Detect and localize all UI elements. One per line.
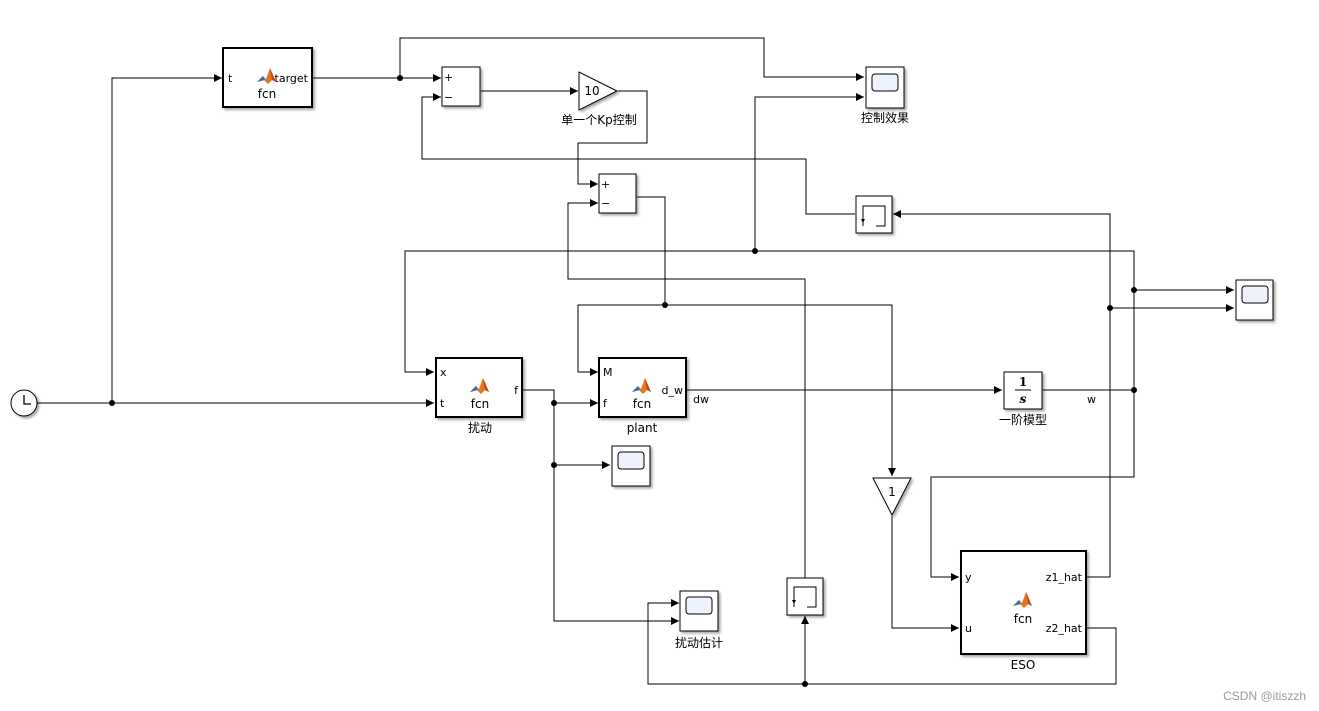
wire-delay2-to-sum2	[567, 199, 806, 579]
port-t-label: t	[228, 72, 233, 85]
scope-disturbance-block[interactable]	[611, 445, 651, 487]
port-z1-label: z1_hat	[1046, 571, 1083, 584]
eso-function-block[interactable]: y u z1_hat z2_hat fcn ESO	[960, 550, 1087, 672]
memory-icon	[862, 205, 886, 227]
sum2-block[interactable]: + −	[598, 173, 637, 214]
port-z2-label: z2_hat	[1046, 622, 1083, 635]
scope-control-block[interactable]: 控制效果	[861, 66, 909, 125]
wire-target-to-scope	[399, 37, 864, 81]
port-M-label: M	[603, 366, 613, 379]
sum1-block[interactable]: + −	[441, 66, 481, 107]
block-name: fcn	[1014, 612, 1032, 626]
wire-delay-to-sum1	[421, 93, 855, 215]
wire-to-gain-one	[665, 304, 896, 476]
gain-one-block[interactable]: 1	[872, 477, 912, 517]
block-name: fcn	[258, 87, 276, 101]
port-x-label: x	[440, 366, 447, 379]
port-dw-label: d_w	[662, 384, 683, 397]
wire-z1-to-scope-bottom	[1087, 304, 1234, 578]
gain-kp-block[interactable]: 10 单一个Kp控制	[561, 71, 637, 127]
gain-one-value: 1	[888, 485, 896, 499]
integrator-num: 1	[1019, 375, 1027, 389]
block-name: fcn	[633, 397, 651, 411]
scope-screen-icon	[685, 596, 713, 615]
scope-estimate-label: 扰动估计	[675, 636, 723, 650]
wire-w-loop	[404, 250, 1135, 391]
wire-disturbance-to-plant	[521, 389, 598, 407]
plant-label: plant	[627, 421, 658, 435]
wire-gain-one-to-eso	[891, 516, 959, 632]
sum1-minus: −	[444, 91, 453, 104]
port-u-label: u	[965, 622, 972, 635]
port-f-label: f	[603, 397, 608, 410]
scope-screen-icon	[617, 451, 645, 470]
sum1-plus: +	[444, 71, 453, 84]
signal-dw-label: dw	[693, 393, 709, 406]
target-function-block[interactable]: t target fcn	[222, 47, 313, 108]
scope-w-block[interactable]	[1235, 279, 1274, 321]
memory-block-top[interactable]	[855, 195, 893, 234]
integrator-den: s	[1020, 392, 1027, 406]
port-t-label: t	[440, 397, 445, 410]
wire-gain-to-sum2	[577, 90, 648, 188]
gain-kp-label: 单一个Kp控制	[561, 113, 637, 127]
memory-arrow-icon	[792, 600, 796, 604]
wire-to-plant-M	[577, 304, 665, 376]
sum2-plus: +	[601, 178, 610, 191]
watermark: CSDN @itiszzh	[1223, 689, 1306, 703]
memory-block-bottom[interactable]	[786, 577, 824, 616]
gain-kp-value: 10	[584, 84, 599, 98]
sum2-minus: −	[601, 197, 610, 210]
plant-function-block[interactable]: M f d_w fcn plant	[598, 357, 687, 435]
wire-w-to-control-scope	[754, 93, 864, 251]
integrator-block[interactable]: 1 s 一阶模型	[999, 371, 1047, 427]
wire-clock-to-target	[111, 74, 222, 403]
scope-estimate-block[interactable]: 扰动估计	[675, 590, 723, 650]
wire-w-to-delay	[893, 210, 1111, 308]
disturbance-function-block[interactable]: x t f fcn 扰动	[435, 357, 523, 435]
scope-screen-icon	[1241, 285, 1269, 304]
wire-sum2-out	[637, 196, 666, 305]
wire-disturbance-to-estimate-scope	[553, 465, 679, 625]
port-y-label: y	[965, 571, 972, 584]
port-f-label: f	[514, 384, 519, 397]
signal-w-label: w	[1087, 393, 1096, 406]
signal-lines	[37, 37, 1234, 685]
integrator-label: 一阶模型	[999, 413, 1047, 427]
port-target-label: target	[275, 72, 309, 85]
eso-label: ESO	[1011, 658, 1036, 672]
wire-z2-loop	[647, 599, 1117, 685]
scope-control-label: 控制效果	[861, 110, 909, 125]
clock-block[interactable]	[10, 389, 38, 417]
memory-icon	[793, 586, 817, 608]
scope-screen-icon	[871, 73, 899, 92]
wire-w-to-eso-y	[930, 390, 1135, 581]
memory-arrow-icon	[861, 219, 865, 223]
branch-points	[109, 75, 1137, 687]
clock-icon	[23, 395, 31, 405]
disturbance-label: 扰动	[468, 421, 492, 435]
block-name: fcn	[471, 397, 489, 411]
